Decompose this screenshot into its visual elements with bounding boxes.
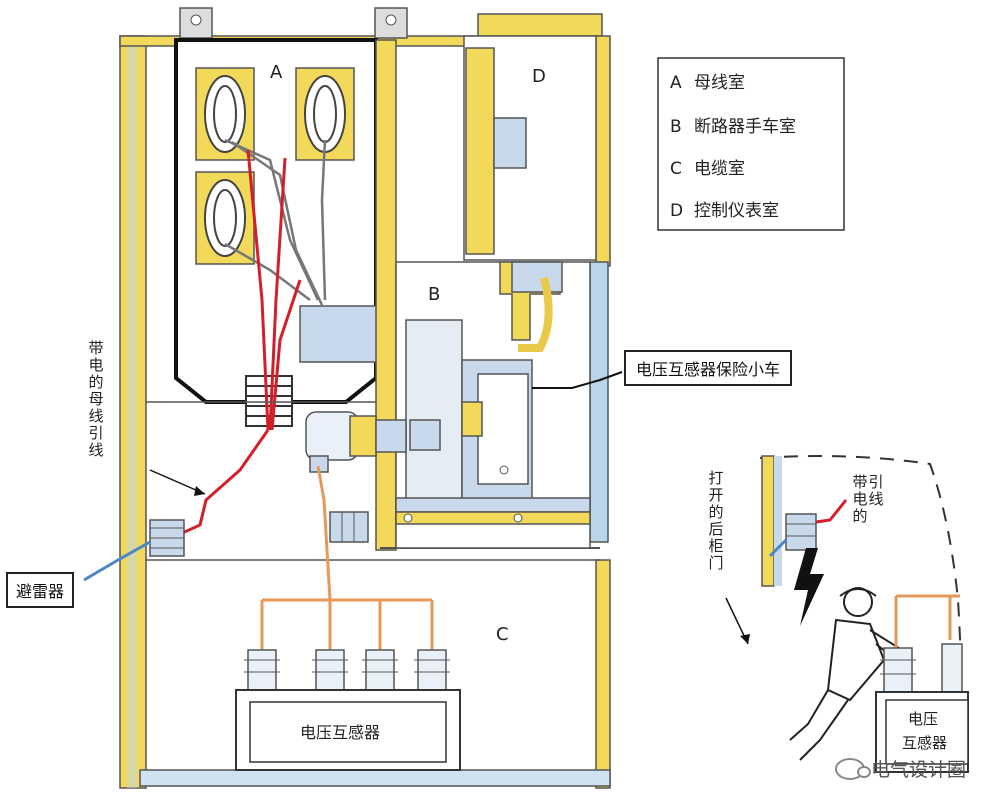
- watermark-text: 电气设计圈: [870, 759, 966, 781]
- open-rear-door-label: 打开的后柜门: [708, 469, 724, 572]
- legend-key-c: C: [670, 159, 682, 179]
- legend-label-a: 母线室: [694, 73, 745, 93]
- busbar-bushing: [195, 67, 255, 161]
- vt-insulator: [414, 649, 450, 691]
- live-busbar-lead-label: 带电的母线引线: [88, 339, 104, 459]
- wechat-icon: [834, 757, 871, 780]
- vt-insulator: [244, 649, 280, 691]
- compartment-b-label: B: [428, 284, 440, 305]
- compartment-a-label: A: [270, 62, 283, 83]
- inset-vt-line2: 互感器: [902, 734, 947, 752]
- inset-vt-line1: 电压: [908, 710, 938, 728]
- legend: A 母线室 B 断路器手车室 C 电缆室 D 控制仪表室: [657, 57, 845, 231]
- cable-compartment: [235, 465, 461, 771]
- busbar-compartment: [174, 38, 411, 537]
- vt-insulator: [362, 649, 398, 691]
- breaker-compartment: [305, 261, 591, 549]
- cable-insulator: [329, 511, 369, 543]
- compartment-c-label: C: [496, 624, 509, 645]
- busbar-bushing: [195, 171, 255, 265]
- legend-label-c: 电缆室: [694, 159, 745, 179]
- arrester-label: 避雷器: [6, 572, 75, 608]
- legend-label-d: 控制仪表室: [694, 201, 779, 221]
- legend-key-b: B: [670, 117, 682, 137]
- vt-box-label: 电压互感器: [300, 723, 380, 742]
- watermark: 电气设计圈: [834, 755, 966, 782]
- legend-label-b: 断路器手车室: [694, 117, 796, 137]
- vt-fuse-truck-label: 电压互感器保险小车: [624, 350, 793, 386]
- cabinet-frame: [119, 7, 611, 789]
- rear-door-inset: 电压 互感器: [725, 455, 969, 773]
- instrument-compartment: [463, 35, 597, 261]
- current-transformer: [245, 375, 293, 427]
- inset-live-lead-label: 带电的引线: [852, 473, 884, 525]
- surge-arrester: [83, 519, 185, 582]
- compartment-d-label: D: [532, 66, 546, 87]
- vt-insulator: [312, 649, 348, 691]
- legend-key-a: A: [670, 73, 682, 93]
- legend-key-d: D: [670, 201, 683, 221]
